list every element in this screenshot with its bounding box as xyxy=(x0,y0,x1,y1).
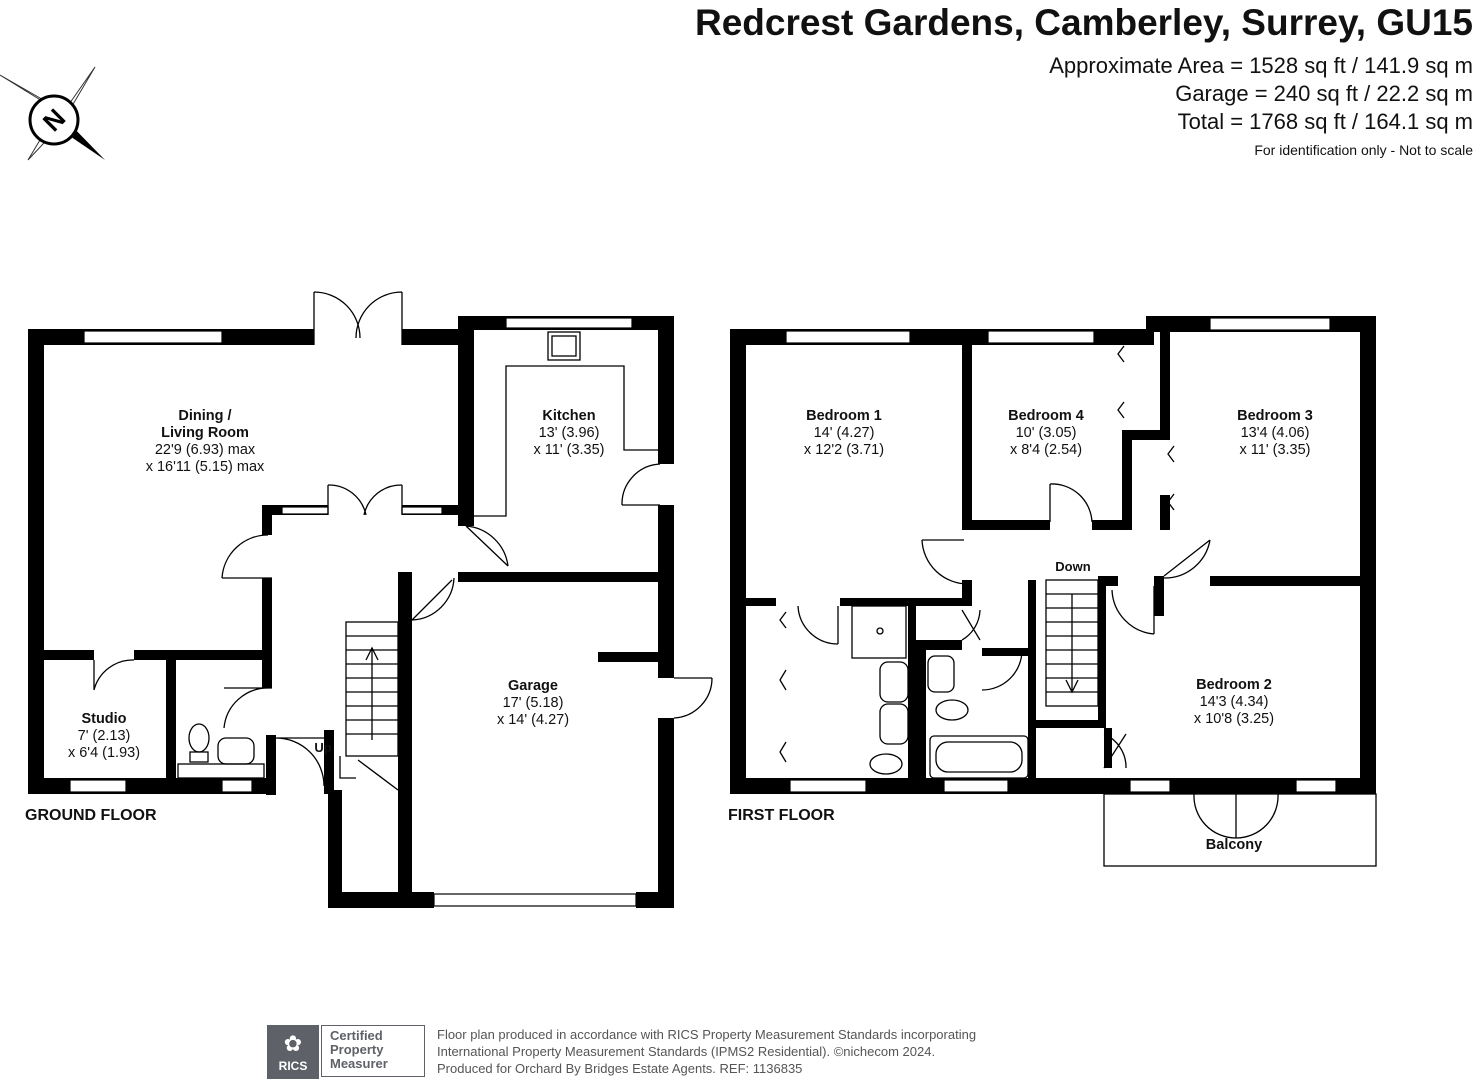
footer-line: Floor plan produced in accordance with R… xyxy=(437,1027,977,1042)
garage-dim-1: 17' (5.18) xyxy=(503,695,564,711)
toilet-icon xyxy=(935,699,969,721)
rics-logo: ✿ RICS xyxy=(267,1025,319,1079)
dining-dim-1: 22'9 (6.93) max xyxy=(155,442,256,458)
bedroom4-dim-2: x 8'4 (2.54) xyxy=(1010,442,1082,458)
window xyxy=(221,779,253,793)
bedroom2-label: Bedroom 2 xyxy=(1196,677,1272,693)
kitchen-sink-bowl xyxy=(551,335,577,357)
bedroom1-dim-2: x 12'2 (3.71) xyxy=(804,442,884,458)
living-room-label: Living Room xyxy=(161,425,249,441)
scale-note: For identification only - Not to scale xyxy=(1254,142,1473,158)
window xyxy=(1295,779,1337,793)
kitchen-worktop xyxy=(466,365,660,517)
dining-dim-2: x 16'11 (5.15) max xyxy=(146,459,265,475)
bedroom1-dim-1: 14' (4.27) xyxy=(814,425,875,441)
bedroom3-label: Bedroom 3 xyxy=(1237,408,1313,424)
total-area: Total = 1768 sq ft / 164.1 sq m xyxy=(1177,109,1473,134)
toilet-icon xyxy=(188,723,210,753)
dining-label: Dining / xyxy=(178,408,231,424)
badge-line: Measurer xyxy=(330,1056,388,1071)
badge-line: Property xyxy=(330,1042,384,1057)
first-floor-doors xyxy=(797,483,1279,839)
badge-line: Certified xyxy=(330,1028,383,1043)
footer-line: International Property Measurement Stand… xyxy=(437,1044,936,1059)
bedroom4-label: Bedroom 4 xyxy=(1008,408,1084,424)
window xyxy=(505,317,633,329)
bedroom3-dim-1: 13'4 (4.06) xyxy=(1241,425,1310,441)
bedroom2-dim-2: x 10'8 (3.25) xyxy=(1194,711,1274,727)
first-staircase xyxy=(1045,579,1099,707)
kitchen-label: Kitchen xyxy=(542,408,595,424)
bath-icon xyxy=(929,735,1029,779)
rics-emblem-icon: ✿ xyxy=(283,1031,303,1056)
window xyxy=(69,779,127,793)
first-floor-walls xyxy=(730,316,1376,794)
basin-icon xyxy=(879,703,909,745)
certified-measurer-box: Certified Property Measurer xyxy=(321,1025,425,1077)
shower-icon xyxy=(851,605,907,659)
window xyxy=(1209,317,1331,331)
window xyxy=(987,330,1095,344)
compass-north-icon: N xyxy=(0,66,105,161)
first-floor-label: FIRST FLOOR xyxy=(728,807,835,824)
ground-floor-label: GROUND FLOOR xyxy=(25,807,157,824)
window xyxy=(789,779,867,793)
rics-badge: ✿ RICS Certified Property Measurer xyxy=(267,1025,427,1079)
garage-dim-2: x 14' (4.27) xyxy=(497,712,569,728)
wardrobe-doors xyxy=(779,345,1175,763)
studio-dim-1: 7' (2.13) xyxy=(78,728,131,744)
rics-logo-text: RICS xyxy=(278,1059,308,1073)
ground-floor-doors xyxy=(93,291,713,787)
garage-area: Garage = 240 sq ft / 22.2 sq m xyxy=(1175,81,1473,106)
window xyxy=(281,506,329,515)
bedroom2-dim-1: 14'3 (4.34) xyxy=(1200,694,1269,710)
window xyxy=(1129,779,1171,793)
basin-icon xyxy=(217,737,255,765)
balcony-label: Balcony xyxy=(1206,837,1262,853)
stairs-up-label: Up xyxy=(314,740,331,755)
kitchen-dim-1: 13' (3.96) xyxy=(539,425,600,441)
bedroom1-label: Bedroom 1 xyxy=(806,408,882,424)
kitchen-sink-icon xyxy=(547,331,581,361)
garage-door xyxy=(433,893,637,907)
toilet-icon xyxy=(869,753,903,775)
ground-staircase xyxy=(339,621,399,791)
bedroom4-dim-1: 10' (3.05) xyxy=(1016,425,1077,441)
toilet-cistern xyxy=(189,751,209,763)
stairs-down-label: Down xyxy=(1055,559,1090,574)
shower-drain xyxy=(876,627,884,635)
property-title: Redcrest Gardens, Camberley, Surrey, GU1… xyxy=(694,2,1473,43)
studio-dim-2: x 6'4 (1.93) xyxy=(68,745,140,761)
footer-line: Produced for Orchard By Bridges Estate A… xyxy=(437,1061,803,1076)
window xyxy=(401,506,443,515)
window xyxy=(83,330,223,344)
kitchen-dim-2: x 11' (3.35) xyxy=(533,442,604,458)
garage-label: Garage xyxy=(508,678,558,694)
balcony-outline xyxy=(1103,793,1377,867)
approximate-area: Approximate Area = 1528 sq ft / 141.9 sq… xyxy=(1049,53,1473,78)
basin-icon xyxy=(927,655,955,693)
studio-label: Studio xyxy=(81,711,126,727)
bath-inner xyxy=(935,741,1023,773)
window xyxy=(943,779,1009,793)
window xyxy=(785,330,911,344)
basin-icon xyxy=(879,661,909,703)
wc-counter xyxy=(177,763,265,779)
bedroom3-dim-2: x 11' (3.35) xyxy=(1239,442,1310,458)
footer-text: Floor plan produced in accordance with R… xyxy=(437,1026,976,1077)
